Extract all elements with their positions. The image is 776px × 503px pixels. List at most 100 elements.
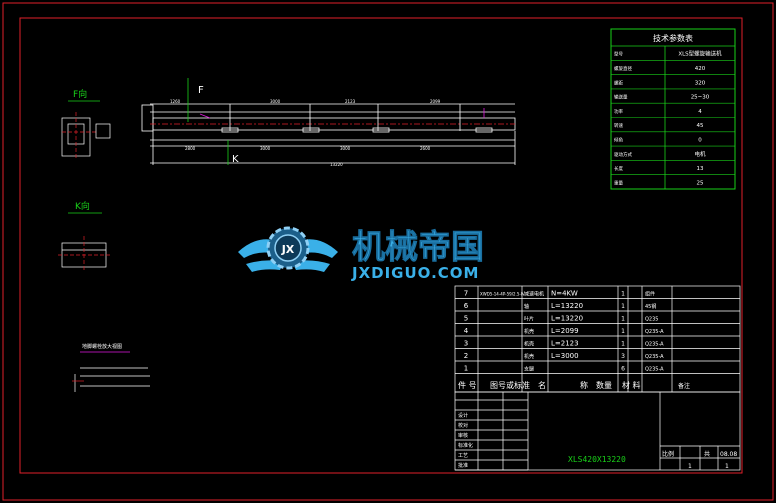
svg-text:2800: 2800 xyxy=(185,146,196,151)
emblem-letters: JX xyxy=(281,243,295,256)
detail-drawing xyxy=(72,367,150,392)
bom-header-no: 件 号 xyxy=(458,380,477,390)
spec-row-value: 25 xyxy=(697,180,704,186)
bom-cell-name: 支腿 xyxy=(524,365,534,372)
spec-row-label: 转速 xyxy=(614,122,623,129)
title-block xyxy=(454,391,741,471)
logo-subtext: JXDIGUO.COM xyxy=(351,264,479,282)
bom-cell-name: 机壳 xyxy=(524,353,534,360)
spec-row-label: 螺旋直径 xyxy=(614,65,632,72)
spec-row-value: 13 xyxy=(697,166,704,172)
bom-header-name2: 称 xyxy=(580,380,588,390)
bom-header-material: 材 料 xyxy=(622,380,641,390)
svg-text:2123: 2123 xyxy=(345,99,356,104)
tb-role-label: 设计 xyxy=(458,412,468,419)
f-marker: F xyxy=(198,85,204,96)
spec-row-label: 型号 xyxy=(614,51,623,58)
scale-value: 1 xyxy=(688,463,692,470)
bom-cell-spec: N=4KW xyxy=(551,289,578,297)
bom-cell-material: 组件 xyxy=(645,290,655,297)
bom-cell-code: XWD5-14-4P-59/2.5-IV xyxy=(480,291,525,296)
bom-header-qty: 数量 xyxy=(596,380,612,390)
bom-cell-material: Q235-A xyxy=(645,329,664,335)
svg-text:13220: 13220 xyxy=(330,162,343,167)
bom-cell-no: 1 xyxy=(464,364,468,372)
spec-row-label: 输送量 xyxy=(614,94,628,101)
bom-cell-name: 减速电机 xyxy=(524,290,544,297)
bom-cell-no: 7 xyxy=(464,289,468,297)
bom-cell-spec: L=13220 xyxy=(551,314,583,322)
bom-cell-spec: L=3000 xyxy=(551,352,579,360)
inner-frame xyxy=(19,17,743,474)
tb-role-label: 工艺 xyxy=(458,453,468,459)
dimension-ticks: 1260 3000 2123 2099 2800 3000 3000 2600 … xyxy=(170,99,441,167)
bom-cell-name: 机壳 xyxy=(524,328,534,335)
spec-row-value: XLS型螺旋输送机 xyxy=(678,50,722,58)
spec-row-label: 长度 xyxy=(614,165,623,172)
bom-cell-spec: L=2099 xyxy=(551,327,579,335)
spec-row-value: 320 xyxy=(695,80,706,86)
spec-row-label: 功率 xyxy=(614,108,623,115)
watermark-logo: JX 机械帝国 JXDIGUO.COM xyxy=(238,226,484,282)
spec-row-value: 4 xyxy=(698,109,702,115)
spec-row-label: 驱动方式 xyxy=(614,151,632,158)
bom-cell-no: 4 xyxy=(464,327,469,335)
drawing-date: 08.08 xyxy=(720,451,737,458)
spec-row-value: 420 xyxy=(695,66,706,72)
bom-header-remark: 备注 xyxy=(678,382,690,390)
k-view-drawing xyxy=(58,236,110,272)
spec-row-value: 0 xyxy=(698,138,702,144)
spec-row-label: 重量 xyxy=(614,179,623,186)
sheet-label: 共 xyxy=(704,450,710,458)
bom-cell-qty: 6 xyxy=(621,365,625,372)
tb-role-label: 标准化 xyxy=(458,442,473,449)
logo-text: 机械帝国 xyxy=(352,227,484,266)
f-view-drawing xyxy=(61,112,111,160)
bom-table xyxy=(454,285,741,393)
bom-cell-name: 叶片 xyxy=(524,315,534,322)
bom-cell-spec: L=2123 xyxy=(551,339,579,347)
tb-role-label: 校对 xyxy=(458,422,468,429)
spec-table-title: 技术参数表 xyxy=(653,33,693,43)
spec-row-value: 25~30 xyxy=(691,95,710,101)
bom-cell-qty: 3 xyxy=(621,353,625,360)
k-view-label: K向 xyxy=(75,200,90,212)
bom-cell-name: 机壳 xyxy=(524,340,534,347)
bom-cell-spec: L=13220 xyxy=(551,302,583,310)
bom-header: 件 号 图号或标准 名 称 数量 材 料 备注 xyxy=(458,380,690,390)
bom-cell-material: Q235-A xyxy=(645,354,664,360)
spec-row-label: 倾角 xyxy=(614,137,623,144)
spec-row-label: 螺距 xyxy=(614,79,623,86)
detail-title: 地脚螺栓放大视图 xyxy=(82,343,122,350)
bom-header-name: 名 xyxy=(538,380,546,390)
spec-table xyxy=(610,28,736,190)
k-marker: K xyxy=(232,154,239,165)
f-view-label: F向 xyxy=(73,88,87,100)
svg-text:2099: 2099 xyxy=(430,99,441,104)
tb-role-label: 审核 xyxy=(458,432,468,439)
svg-text:3000: 3000 xyxy=(270,99,281,104)
winged-gear-emblem xyxy=(238,226,338,272)
bom-cell-qty: 1 xyxy=(621,328,625,335)
scale-label: 比例 xyxy=(662,450,674,458)
bom-cell-material: Q235-A xyxy=(645,341,664,347)
bom-cell-no: 2 xyxy=(464,352,468,360)
bom-cell-no: 3 xyxy=(464,339,468,347)
bom-cell-qty: 1 xyxy=(621,303,625,310)
svg-text:1260: 1260 xyxy=(170,99,181,104)
bom-cell-material: 45钢 xyxy=(645,303,656,310)
bom-header-code: 图号或标准 xyxy=(490,380,530,390)
bom-cell-no: 6 xyxy=(464,302,469,310)
bom-cell-name: 轴 xyxy=(524,303,529,310)
svg-text:3000: 3000 xyxy=(260,146,271,151)
bom-cell-qty: 1 xyxy=(621,315,625,322)
bom-cell-no: 5 xyxy=(464,314,468,322)
spec-row-value: 电机 xyxy=(694,150,706,158)
bom-cell-material: Q235 xyxy=(645,316,658,322)
main-elevation-view xyxy=(141,78,516,165)
bom-cell-qty: 1 xyxy=(621,340,625,347)
svg-text:3000: 3000 xyxy=(340,146,351,151)
drawing-name: XLS420X13220 xyxy=(568,455,626,464)
